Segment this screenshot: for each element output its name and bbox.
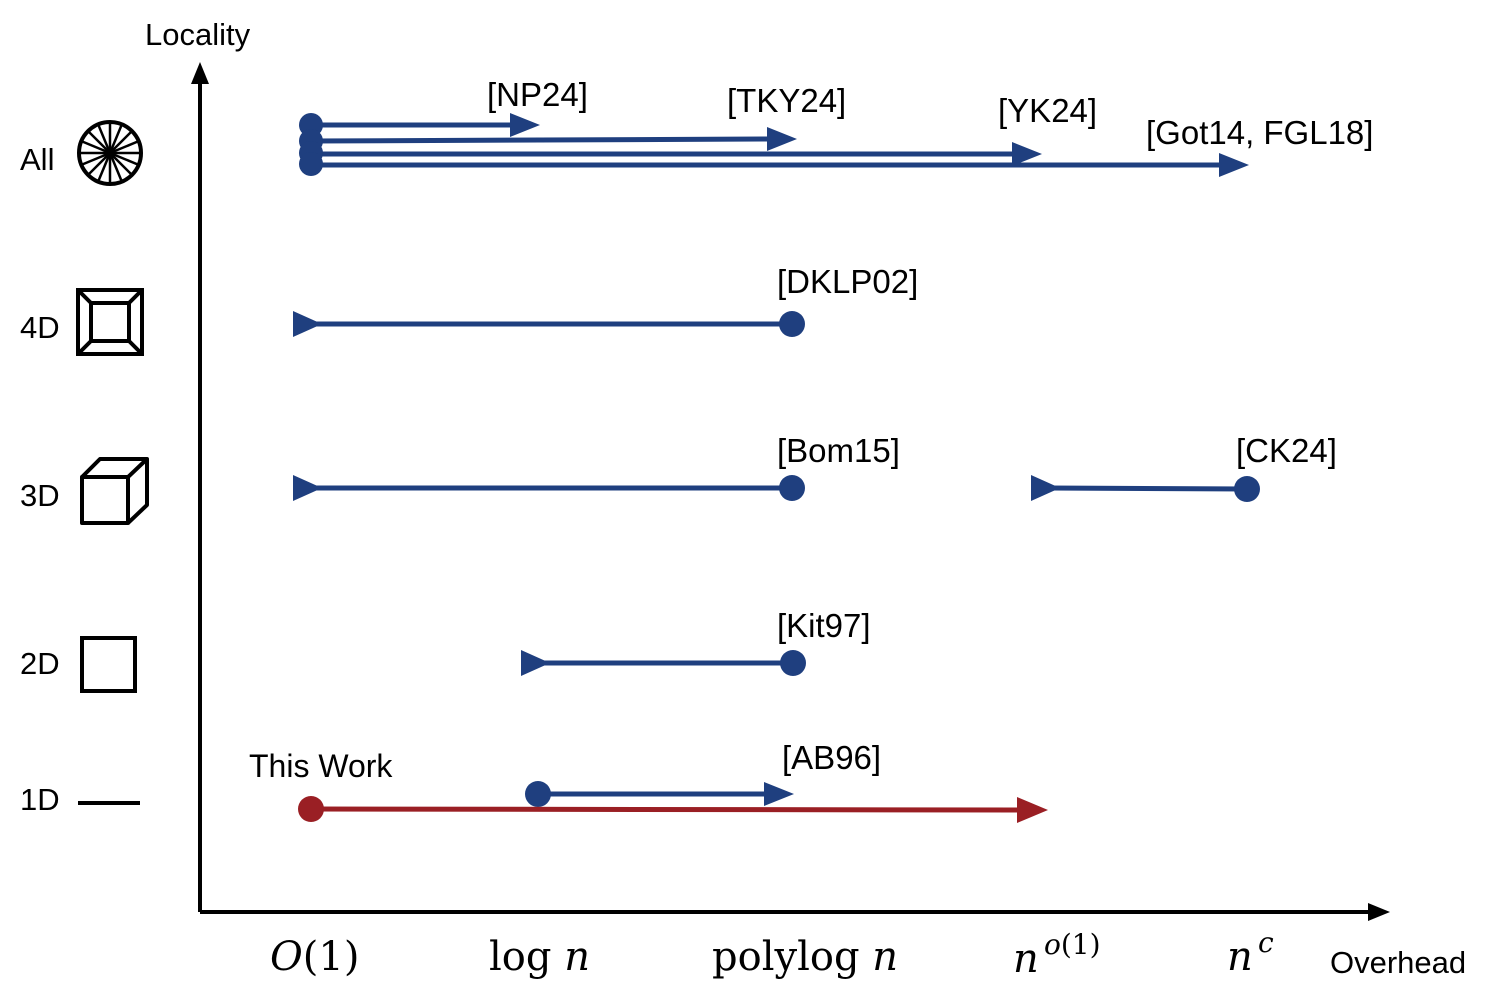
range-arrowhead	[1219, 153, 1249, 177]
result-tky24	[299, 127, 797, 153]
label-tky24: [TKY24]	[727, 82, 846, 119]
row-label-3d: 3D	[20, 478, 60, 513]
label-this-work: This Work	[249, 748, 393, 784]
x-axis-label: Overhead	[1330, 945, 1466, 980]
all-to-all-wheel-icon	[77, 120, 143, 186]
result-kit97	[521, 650, 806, 676]
row-label-4d: 4D	[20, 310, 60, 345]
tick-n-o1: n o(1)	[1013, 928, 1101, 982]
range-end-dot	[779, 311, 805, 337]
label-yk24: [YK24]	[998, 92, 1097, 129]
result-dklp02	[293, 311, 805, 337]
tick-n-c: n c	[1227, 926, 1274, 980]
label-bom15: [Bom15]	[777, 432, 900, 469]
label-got14-fgl18: [Got14, FGL18]	[1146, 114, 1373, 151]
result-np24	[299, 113, 540, 137]
range-arrowhead	[767, 127, 797, 151]
tesseract-icon	[76, 288, 144, 356]
result-ck24	[1031, 475, 1260, 502]
label-dklp02: [DKLP02]	[777, 263, 918, 300]
range-end-dot	[1234, 476, 1260, 502]
row-label-1d: 1D	[20, 782, 60, 817]
y-axis-arrowhead	[191, 62, 209, 84]
result-ab96	[525, 781, 794, 807]
result-this-work	[298, 796, 1048, 823]
range-start-dot	[299, 152, 323, 176]
range-line	[1047, 485, 1248, 492]
label-ab96: [AB96]	[782, 739, 881, 776]
square-icon	[80, 636, 137, 693]
range-end-dot	[779, 475, 805, 501]
svg-text:c: c	[1258, 926, 1274, 959]
range-line	[310, 136, 769, 144]
x-axis-arrowhead	[1368, 903, 1390, 921]
y-axis-label: Locality	[145, 17, 251, 52]
result-got14-fgl18	[299, 152, 1249, 177]
label-kit97: [Kit97]	[777, 607, 871, 644]
range-start-triangle	[1031, 475, 1060, 501]
svg-text:n: n	[1227, 934, 1253, 980]
svg-text:o(1): o(1)	[1044, 928, 1101, 961]
result-bom15	[293, 475, 805, 501]
range-start-triangle	[293, 311, 322, 337]
tick-polylog-n: polylog n	[712, 934, 898, 980]
cube-icon	[80, 457, 149, 525]
range-start-dot	[298, 796, 324, 822]
range-arrowhead	[510, 113, 540, 137]
range-arrowhead	[764, 782, 794, 806]
range-start-triangle	[293, 475, 322, 501]
label-ck24: [CK24]	[1236, 432, 1337, 469]
range-start-dot	[525, 781, 551, 807]
svg-text:n: n	[1013, 936, 1039, 982]
range-line	[310, 806, 1019, 813]
row-label-all: All	[20, 142, 54, 177]
range-arrowhead	[1017, 797, 1048, 823]
row-label-2d: 2D	[20, 646, 60, 681]
tick-o1: O(1)	[270, 934, 359, 980]
label-np24: [NP24]	[487, 76, 588, 113]
range-arrowhead	[1012, 142, 1042, 166]
range-end-dot	[780, 650, 806, 676]
tick-log-n: log n	[489, 934, 590, 980]
range-start-triangle	[521, 650, 550, 676]
result-yk24	[299, 141, 1042, 166]
